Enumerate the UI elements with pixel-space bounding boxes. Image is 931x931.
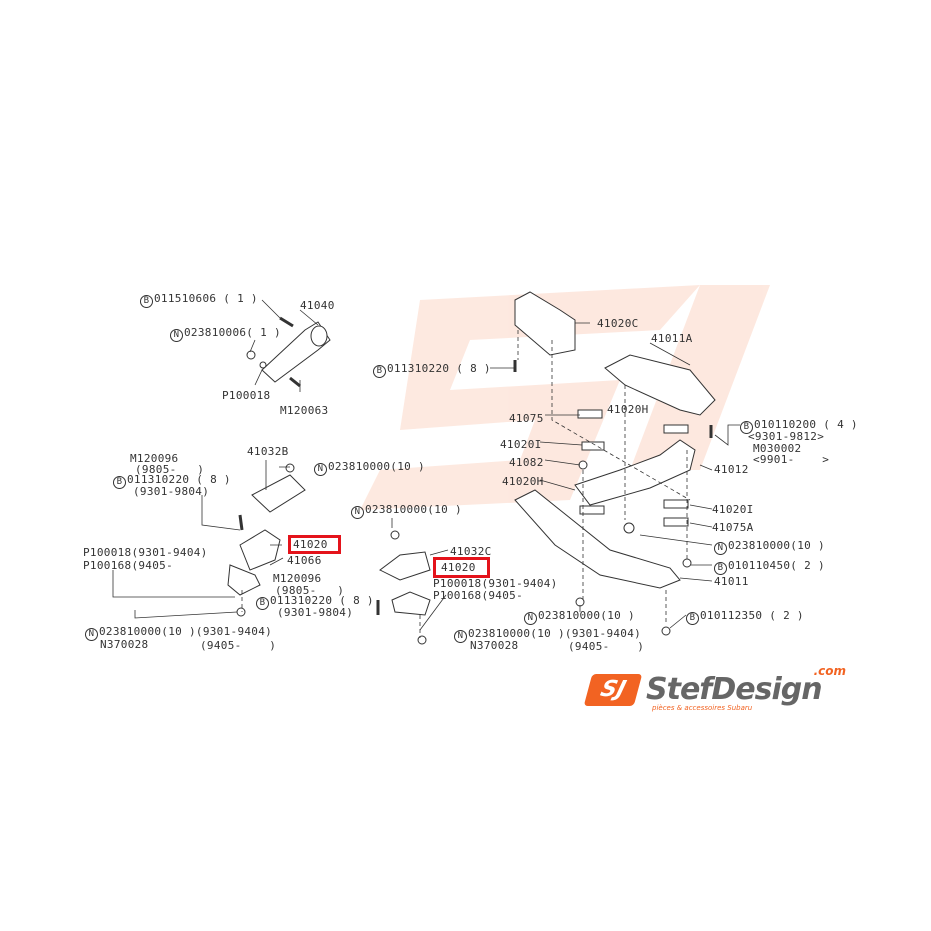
bolt-marker-icon: B [256,597,269,610]
bolt-marker-icon: B [373,365,386,378]
logo-mark: SJ [583,674,643,706]
nut-marker-icon: N [524,612,537,625]
nut-marker-icon: N [351,506,364,519]
label-41020-left[interactable]: 41020 [293,538,328,551]
bracket-41020c [514,291,576,356]
logo-name: StefDesign [646,672,823,707]
logo-suffix: .com [813,664,846,678]
label-date-range: (9301-9804) [277,606,354,619]
mount-41020-center [391,591,431,616]
stefdesign-logo: SJ StefDesign .com pièces & accessoires … [583,664,848,712]
label-p100018: P100018(9301-9404) [83,546,208,559]
label-41075a: 41075A [712,521,754,534]
label-p100018: P100018 [222,389,271,402]
label-41075: 41075 [509,412,544,425]
label-41020i: 41020I [712,503,754,516]
highlight-box-41020-center [433,557,490,578]
label-date-range: <9901- > [753,453,830,466]
label-41020h: 41020H [607,403,649,416]
bracket-41032c [379,551,431,581]
bracket-41032b [251,474,306,513]
label-m030002: M030002 [753,442,802,455]
crossmember-41012 [574,439,696,506]
nut-marker-icon: N [714,542,727,555]
nut-marker-icon: N [454,630,467,643]
watermark-logo [360,285,770,510]
label-n370028: N370028 [470,639,519,652]
label-41040: 41040 [300,299,335,312]
label-date-range: <9301-9812> [748,430,825,443]
label-p100168: P100168(9405- [83,559,173,572]
label-41012: 41012 [714,463,749,476]
mount-41020-left [239,529,281,571]
label-m120063: M120063 [280,404,329,417]
label-date-range: (9805- ) [135,463,205,476]
label-m120096: M120096 [130,452,179,465]
bolt-marker-icon: B [113,476,126,489]
logo-tagline: pièces & accessoires Subaru [652,704,753,712]
label-date-range: (9405- ) [200,639,277,652]
label-m120096: M120096 [273,572,322,585]
label-41032c: 41032C [450,545,492,558]
label-41020c: 41020C [597,317,639,330]
label-41020h: 41020H [502,475,544,488]
label-41066: 41066 [287,554,322,567]
label-41011: 41011 [714,575,749,588]
bolt-marker-icon: B [740,421,753,434]
bolt-marker-icon: B [686,612,699,625]
label-41020i: 41020I [500,438,542,451]
bolt-marker-icon: B [714,562,727,575]
crossmember-41011a [604,354,716,416]
label-date-range: (9805- ) [275,584,345,597]
label-41032b: 41032B [247,445,289,458]
label-n370028: N370028 [100,638,149,651]
label-41011a: 41011A [651,332,693,345]
label-41082: 41082 [509,456,544,469]
label-p100018: P100018(9301-9404) [433,577,558,590]
nut-marker-icon: N [85,628,98,641]
label-date-range: (9301-9804) [133,485,210,498]
bolt-marker-icon: B [140,295,153,308]
nut-marker-icon: N [314,463,327,476]
label-date-range: (9405- ) [568,640,645,653]
crossmember-41011 [514,489,681,589]
label-p100168: P100168(9405- [433,589,523,602]
highlight-box-41020-left [288,535,341,554]
label-41020-center[interactable]: 41020 [441,561,476,574]
nut-marker-icon: N [170,329,183,342]
